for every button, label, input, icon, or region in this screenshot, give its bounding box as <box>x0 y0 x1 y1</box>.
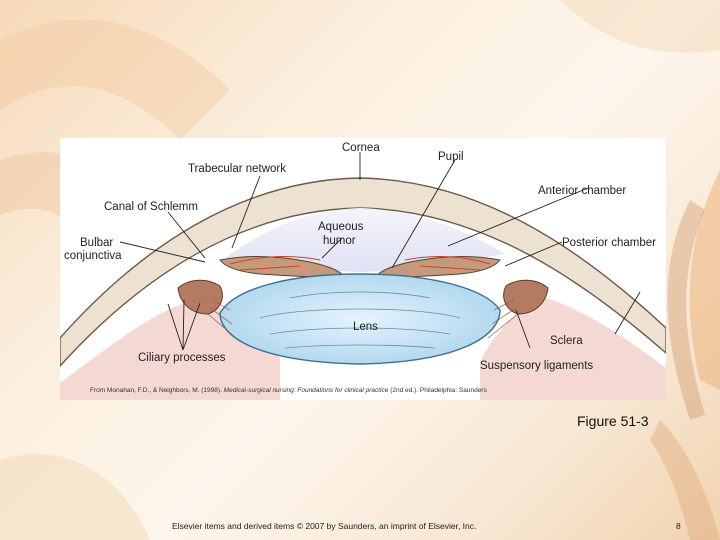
label-bulbar-1: Bulbar <box>80 237 113 249</box>
credit-publisher: (2nd ed.). Philadelphia: Saunders <box>390 387 487 394</box>
page-number: 8 <box>676 521 681 531</box>
credit-authors: From Monahan, F.D., & Neighbors, M. (199… <box>90 387 222 394</box>
label-suspensory-ligaments: Suspensory ligaments <box>480 360 593 372</box>
suspensory-ligaments <box>207 299 519 339</box>
label-aqueous-2: humor <box>323 235 356 247</box>
posterior-tissue-right <box>480 296 666 400</box>
ciliary-body-left <box>177 279 223 315</box>
eye-anatomy-svg: Cornea Trabecular network Pupil Anterior… <box>60 142 666 400</box>
lens <box>219 273 501 365</box>
label-anterior-chamber: Anterior chamber <box>538 185 626 197</box>
aqueous-flow-arrows <box>229 256 491 271</box>
label-ciliary-processes: Ciliary processes <box>138 352 226 364</box>
footer-copyright: Elsevier items and derived items © 2007 … <box>172 521 477 531</box>
label-posterior-chamber: Posterior chamber <box>562 237 656 249</box>
label-cornea: Cornea <box>342 142 380 154</box>
figure-caption: Figure 51-3 <box>577 413 649 429</box>
label-aqueous-1: Aqueous <box>318 221 364 233</box>
credit-book-title: Medical-surgical nursing: Foundations fo… <box>223 387 389 394</box>
label-lens: Lens <box>353 321 378 333</box>
pointer-lines <box>119 152 641 351</box>
eye-diagram: Cornea Trabecular network Pupil Anterior… <box>60 138 666 400</box>
label-trabecular-network: Trabecular network <box>188 163 286 175</box>
label-sclera: Sclera <box>550 335 583 347</box>
label-bulbar-2: conjunctiva <box>64 250 122 262</box>
label-pupil: Pupil <box>438 151 464 163</box>
lens-contours <box>259 291 461 349</box>
label-canal-of-schlemm: Canal of Schlemm <box>104 201 198 213</box>
ciliary-body-right <box>503 279 549 315</box>
figure-credit: From Monahan, F.D., & Neighbors, M. (199… <box>90 387 487 394</box>
cornea-sclera-band <box>60 177 666 368</box>
